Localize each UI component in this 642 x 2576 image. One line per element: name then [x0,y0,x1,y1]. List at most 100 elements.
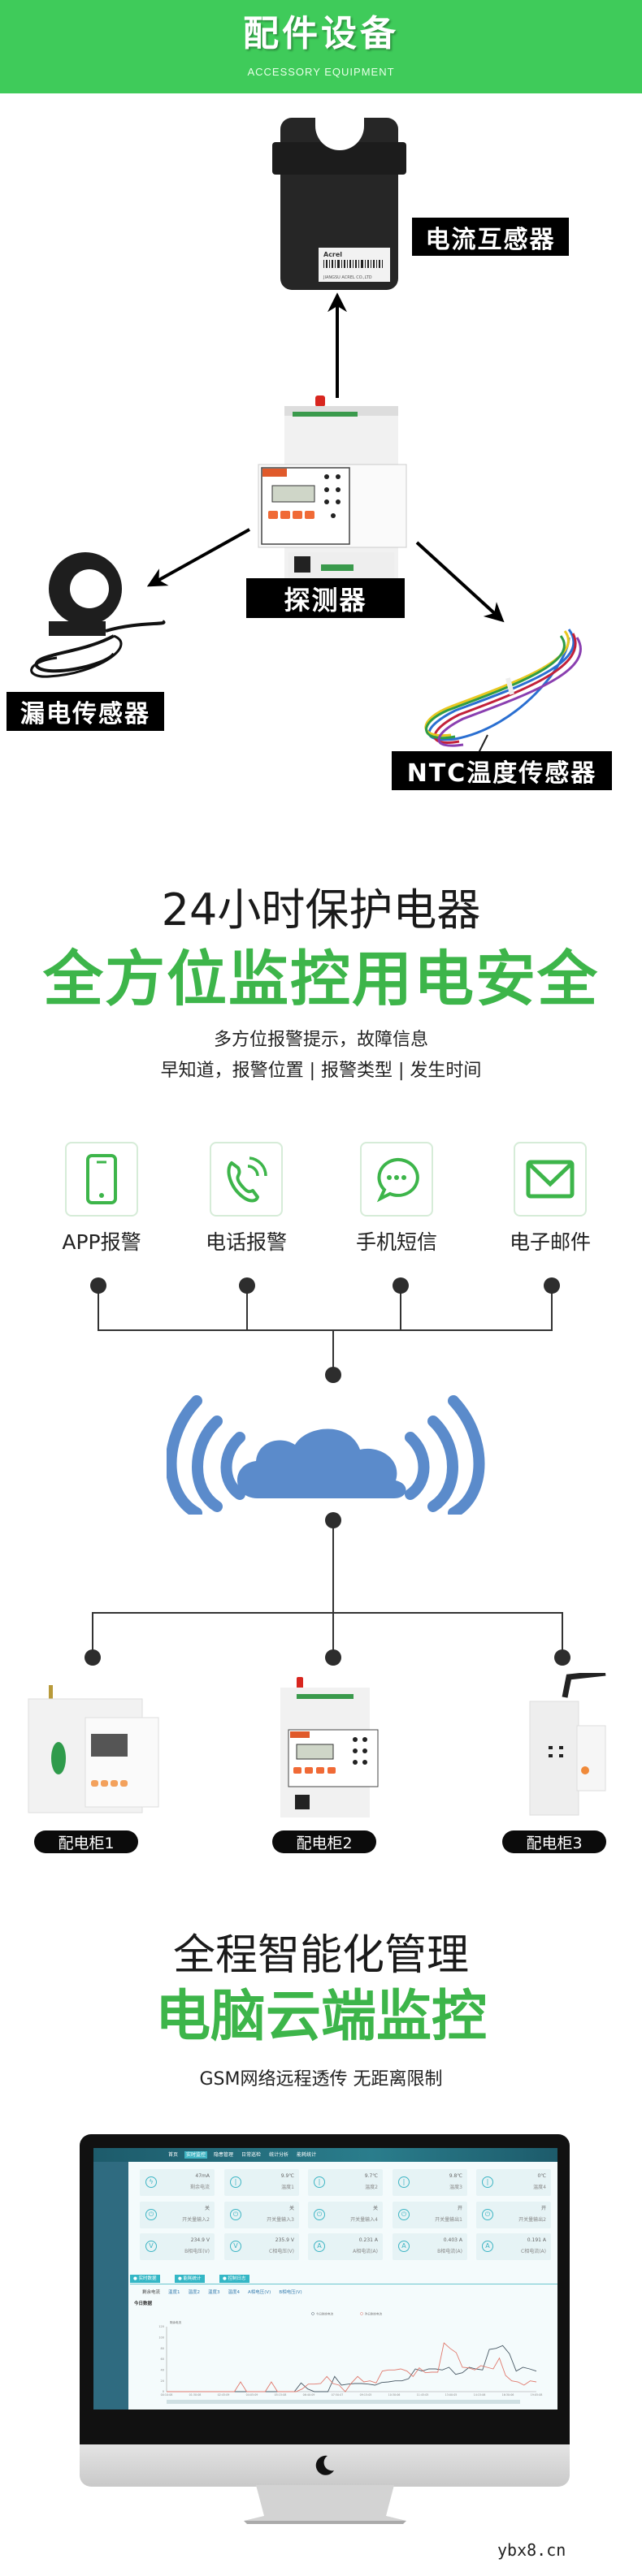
metric-card: ⏻ 关开关量输入4 [308,2202,383,2228]
legend-label: 今日剩余电流 [316,2311,333,2315]
envelope-icon [526,1160,575,1199]
metric-value: 234.9 V [190,2237,210,2243]
dashboard-header: 首页实时监控隐患管理 日常巡检 统计分析 能耗统计 [93,2148,557,2162]
metric-label: 开关量输入3 [267,2217,294,2223]
nav-item[interactable]: 统计分析 [269,2152,289,2158]
nav-item[interactable]: 隐患管理 [214,2152,234,2158]
metric-value: 关 [288,2206,294,2211]
metric-label: 开关量输入4 [350,2217,378,2223]
x-tick-label: 00:10:08 [161,2393,173,2397]
metric-card: ⏻开开关量输出1 [393,2202,467,2228]
banner-title: 配件设备 [243,13,399,54]
chat-bubble-icon [376,1157,419,1203]
metric-value: 关 [372,2206,378,2211]
label-current-transformer: 电流互感器 [412,218,569,256]
x-tick-label: 02:45:09 [218,2393,230,2397]
switch-icon: ⏻ [145,2209,157,2220]
x-tick-label: 05:15:08 [275,2393,287,2397]
section-tab[interactable]: ● 能耗统计 [175,2275,205,2283]
x-tick-label: 11:45:05 [417,2393,429,2397]
email-alert-button[interactable] [514,1142,587,1217]
nav-item[interactable]: 首页 [168,2152,179,2158]
ct-brand: Acrel [323,251,342,258]
x-tick-label: 04:05:09 [246,2393,258,2397]
arrow-to-leakage-sensor [146,528,250,587]
alert-label-phone: 电话报警 [205,1230,287,1254]
moon-logo-icon [315,2455,334,2475]
ct-company: JIANGSU ACREL CO.,LTD [323,275,372,280]
section-banner [0,0,642,93]
ntc-wires-image [424,629,582,776]
sub-tab[interactable]: 温度4 [228,2290,241,2295]
connector-line [332,1520,334,1658]
y-tick-label: 120 [158,2325,164,2328]
x-tick-label: 01:30:08 [189,2393,202,2397]
metric-value: 235.9 V [275,2237,294,2243]
connector-line [98,1286,99,1330]
sub-tab[interactable]: 剩余电流 [142,2290,161,2295]
metric-label: 开关量输出1 [435,2217,462,2223]
app-alert-button[interactable] [65,1142,138,1217]
thermometer-icon: ❘ [314,2176,325,2188]
detector-image [258,395,407,605]
switch-icon: ⏻ [314,2209,325,2220]
metric-value: 47mA [195,2173,210,2179]
dashboard-nav: 首页实时监控隐患管理 日常巡检 统计分析 能耗统计 [167,2151,318,2159]
sms-alert-button[interactable] [360,1142,433,1217]
legend-marker [311,2312,314,2315]
banner-subtitle: ACCESSORY EQUIPMENT [247,66,395,78]
thermometer-icon: ❘ [230,2176,241,2188]
ampere-icon: A [482,2241,493,2252]
sub-tab[interactable]: 温度3 [208,2290,220,2295]
metric-value: 0℃ [537,2173,546,2179]
series-line [167,2345,537,2392]
sub-tab[interactable]: A相电压(V) [248,2290,271,2295]
leakage-sensor-image [30,552,166,678]
x-tick-label: 19:05:08 [531,2393,543,2397]
watermark: ybx8.cn [497,2540,566,2560]
section-tab[interactable]: ● 控制日志 [219,2275,249,2283]
metric-value: 0.231 A [358,2237,378,2243]
cabinet-3-device-image [529,1673,606,1816]
phone-alert-button[interactable] [210,1142,283,1217]
connector-line [246,1286,248,1330]
nav-item[interactable]: 能耗统计 [297,2152,317,2158]
metric-card: ⏻关开关量输入2 [140,2202,215,2228]
management-headline: 电脑云端监控 [154,1985,487,2049]
metric-label: 温度4 [533,2185,546,2190]
metric-label: C相电压(V) [269,2249,294,2254]
node-dot [325,1512,341,1528]
section-tab[interactable]: ● 实时数据 [130,2275,160,2283]
metric-label: 温度3 [449,2185,462,2190]
voltage-icon: V [145,2241,157,2252]
cloud-wireless-icon [167,1395,485,1515]
node-dot [325,1367,341,1383]
dashboard-sidebar [93,2162,128,2410]
monitor-chin [80,2444,570,2487]
nav-item[interactable]: 日常巡检 [241,2152,262,2158]
sub-tab[interactable]: B相电压(V) [279,2290,302,2295]
cabinet-1-label: 配电柜1 [34,1830,138,1853]
y-tick-label: 80 [161,2347,164,2350]
smartphone-icon [86,1154,117,1204]
node-dot [544,1277,560,1294]
ampere-icon: A [314,2241,325,2252]
nav-item[interactable]: 实时监控 [184,2151,208,2159]
metric-label: C相电流(A) [521,2249,546,2254]
x-tick-label: 07:50:07 [332,2393,344,2397]
legend-marker [360,2312,363,2315]
node-dot [393,1277,409,1294]
alert-label-app: APP报警 [62,1230,141,1254]
current-transformer-image: Acrel JIANGSU ACREL CO.,LTD [272,102,406,290]
sub-tab[interactable]: 温度1 [168,2290,180,2295]
metric-value: 开 [540,2206,546,2211]
sub-tab[interactable]: 温度2 [188,2290,201,2295]
alert-label-sms: 手机短信 [355,1230,437,1254]
node-dot [239,1277,255,1294]
